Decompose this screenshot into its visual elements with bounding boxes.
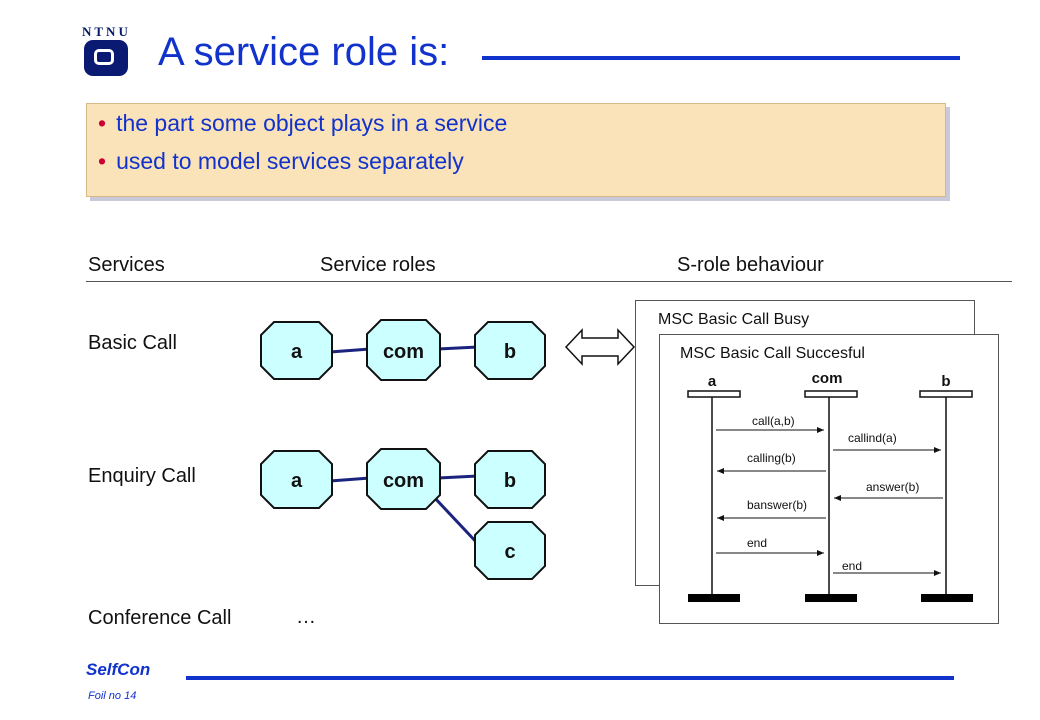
msc-message-1-label: call(a,b) (752, 414, 795, 428)
msc-instance-a-label: a (708, 373, 717, 390)
msc-instance-b-end (921, 594, 973, 602)
column-header-services: Services (88, 254, 165, 276)
connector-basic-a-com (329, 347, 371, 354)
role-basic-b-label: b (504, 341, 516, 363)
footer-brand: SelfCon (86, 660, 151, 679)
logo-text: NTNU (82, 24, 131, 39)
msc-instance-com-end (805, 594, 857, 602)
role-basic-com: com (366, 319, 441, 381)
msc-message-2-label: callind(a) (848, 431, 897, 445)
role-enquiry-b: b (474, 450, 546, 509)
msc-message-6-label: end (747, 536, 767, 550)
msc-busy-title: MSC Basic Call Busy (658, 311, 810, 328)
bullet-1: • the part some object plays in a service (98, 110, 507, 137)
msc-success-title: MSC Basic Call Succesful (680, 345, 865, 362)
role-enquiry-com: com (366, 448, 441, 510)
column-header-service-roles: Service roles (320, 254, 436, 276)
role-enquiry-c-label: c (504, 541, 515, 563)
msc-instance-a-end (688, 594, 740, 602)
msc-message-4: answer(b) (834, 480, 943, 501)
bullet-dot-icon: • (98, 148, 107, 174)
conference-roles-ellipsis: … (296, 606, 316, 628)
msc-message-5-label: banswer(b) (747, 498, 807, 512)
header-divider (86, 281, 1012, 282)
connector-enquiry-com-c (430, 493, 482, 548)
service-conference-call: Conference Call (88, 607, 232, 629)
role-enquiry-a-label: a (291, 470, 303, 492)
title-underline (482, 56, 960, 60)
msc-instance-b-label: b (941, 373, 950, 390)
role-basic-a: a (260, 321, 333, 380)
connector-enquiry-a-com (329, 476, 371, 483)
role-enquiry-b-label: b (504, 470, 516, 492)
footer-foil-number: Foil no 14 (88, 690, 137, 702)
bullet-dot-icon: • (98, 110, 107, 136)
bullet-2-text: used to model services separately (116, 148, 464, 174)
role-basic-b: b (474, 321, 546, 380)
bullet-1-text: the part some object plays in a service (116, 110, 508, 136)
double-arrow-icon (564, 328, 636, 366)
msc-message-4-label: answer(b) (866, 480, 919, 494)
msc-message-3-label: calling(b) (747, 451, 796, 465)
slide-title: A service role is: (158, 30, 450, 74)
ntnu-logo-icon (84, 40, 128, 76)
service-enquiry-call: Enquiry Call (88, 465, 196, 487)
role-enquiry-a: a (260, 450, 333, 509)
msc-message-1: call(a,b) (716, 414, 824, 433)
role-basic-a-label: a (291, 341, 303, 363)
column-header-behaviour: S-role behaviour (677, 254, 824, 276)
msc-instance-a-head (687, 390, 741, 398)
connector-basic-com-b (437, 345, 479, 351)
msc-message-6: end (716, 536, 824, 556)
role-enquiry-com-label: com (383, 470, 424, 492)
bullet-box (86, 103, 946, 197)
role-enquiry-c: c (474, 521, 546, 580)
msc-instance-com-head (804, 390, 858, 398)
msc-instance-com-label: com (812, 370, 843, 387)
footer-line (186, 676, 954, 680)
msc-message-2: callind(a) (833, 431, 941, 453)
bullet-2: • used to model services separately (98, 148, 464, 175)
msc-message-3: calling(b) (717, 451, 826, 474)
service-basic-call: Basic Call (88, 332, 177, 354)
msc-message-7-label: end (842, 559, 862, 573)
msc-message-7: end (833, 559, 941, 576)
connector-enquiry-com-b (437, 474, 479, 480)
msc-instance-b-head (919, 390, 973, 398)
role-basic-com-label: com (383, 341, 424, 363)
msc-message-5: banswer(b) (717, 498, 826, 521)
